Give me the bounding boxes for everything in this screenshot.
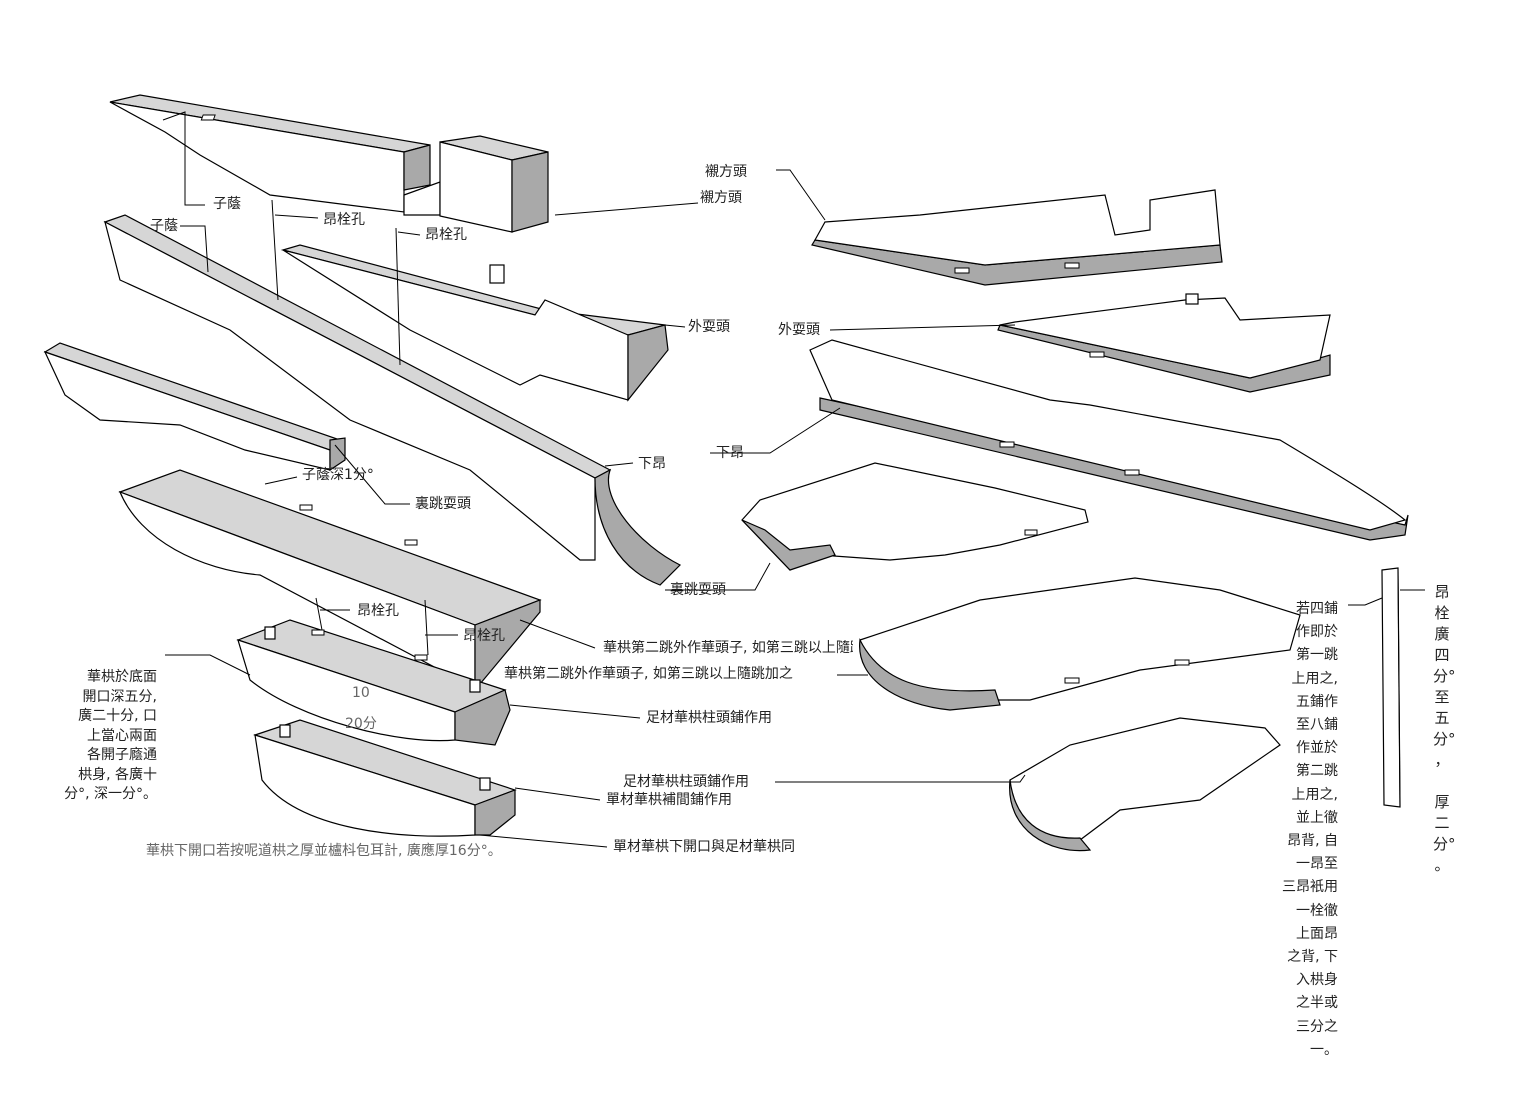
label-ang-shuan-kong: 昂栓孔 [357, 603, 399, 619]
label-zi-yin: 子蔭 [150, 218, 178, 234]
note-line: 開口深五分, [82, 688, 157, 705]
note-line: 上面昂 [1296, 925, 1338, 942]
left-note: 華栱於底面 開口深五分, 廣二十分, 口 上當心兩面 各開子廕通 栱身, 各廣十… [64, 668, 157, 805]
chen-fang-tou-right [811, 189, 1223, 286]
right-note: 若四鋪 作即於 第一跳 上用之, 五鋪作 至八鋪 作並於 第二跳 上用之, 並上… [1282, 598, 1338, 1062]
note-line: 並上徹 [1296, 809, 1338, 826]
label-wai-shua-tou: 外耍頭 [688, 319, 730, 335]
note-char: 五 [1434, 709, 1450, 727]
label-wai-shua-tou: 外耍頭 [778, 322, 820, 338]
note-line: 若四鋪 [1296, 601, 1338, 617]
note-line: 一。 [1310, 1041, 1338, 1058]
dimension-10: 10 [352, 685, 370, 701]
label-hua-tou-zi: 華栱第二跳外作華頭子, 如第三跳以上隨跳加之 [603, 640, 853, 656]
note-char: 分° [1433, 667, 1456, 685]
note-line: 第二跳 [1296, 763, 1338, 780]
zucai-hua-gong-left [236, 619, 511, 746]
label-xia-ang: 下昂 [716, 445, 744, 461]
label-zi-yin: 子蔭 [213, 196, 241, 212]
note-line: 上當心兩面 [87, 727, 157, 744]
note-line: 栱身, 各廣十 [78, 766, 157, 783]
note-line: 之半或 [1296, 995, 1338, 1012]
note-line: 華栱於底面 [87, 669, 157, 685]
label-ang-shuan-kong: 昂栓孔 [463, 628, 505, 644]
note-char: 。 [1434, 856, 1450, 874]
xia-ang-right [809, 339, 1409, 541]
note-line: 入栱身 [1296, 972, 1338, 989]
note-line: 至八鋪 [1296, 717, 1338, 734]
dancai-hua-gong-left [253, 719, 517, 837]
chen-fang-tou-left [109, 94, 549, 233]
label-chen-fang-tou: 襯方頭 [700, 190, 742, 206]
note-line: 昂背, 自 [1287, 833, 1338, 850]
note-char: 四 [1434, 646, 1450, 664]
note-line: 第一跳 [1296, 647, 1338, 664]
vertical-note: 昂 栓 廣 四 分° 至 五 分° ， 厚 二 分° 。 [1433, 582, 1456, 876]
wai-shua-tou-left [280, 244, 669, 402]
label-li-tiao-shua-tou: 裏跳耍頭 [670, 582, 726, 598]
note-line: 五鋪作 [1296, 693, 1338, 710]
note-char: 厚 [1434, 793, 1450, 811]
li-tiao-shua-tou-right [741, 462, 1089, 571]
note-line: 上用之, [1291, 670, 1338, 687]
label-li-tiao-shua-tou: 裏跳耍頭 [415, 496, 471, 512]
note-line: 各開子廕通 [87, 747, 157, 763]
label-dancai-opening: 單材華栱下開口與足材華栱同 [613, 839, 795, 855]
ang-shuan-bolt [1381, 567, 1401, 808]
note-char [1433, 771, 1451, 792]
note-line: 一昂至 [1296, 856, 1338, 873]
label-zucai-zhutou: 足材華栱柱頭鋪作用 [646, 710, 772, 726]
note-char: ， [1434, 751, 1450, 769]
note-line: 廣二十分, 口 [78, 708, 157, 724]
hua-gong-upper [118, 469, 542, 692]
note-line: 一栓徹 [1296, 902, 1338, 919]
note-char: 廣 [1434, 625, 1450, 643]
note-line: 上用之, [1291, 786, 1338, 803]
note-line: 作即於 [1296, 624, 1338, 641]
zucai-hua-gong-right [859, 577, 1301, 711]
label-dancai-bujian: 單材華栱補間鋪作用 [606, 792, 732, 808]
note-char: 昂 [1434, 583, 1450, 601]
label-zi-yin-depth: 子蔭深1分° [302, 467, 374, 483]
bottom-note: 華栱下開口若按呢道栱之厚並櫨枓包耳計, 廣應厚16分°。 [146, 843, 502, 859]
li-tiao-shua-tou-left [43, 342, 346, 472]
leader-lines [162, 111, 1425, 848]
label-hua-tou-zi: 華栱第二跳外作華頭子, 如第三跳以上隨跳加之 [504, 666, 793, 682]
note-line: 三昂衹用 [1282, 879, 1338, 896]
note-char: 栓 [1434, 604, 1450, 622]
note-line: 分°, 深一分°。 [64, 786, 157, 802]
note-char: 分° [1433, 730, 1456, 748]
label-ang-shuan-kong: 昂栓孔 [323, 212, 365, 228]
note-char: 分° [1433, 835, 1456, 853]
note-line: 作並於 [1296, 740, 1338, 757]
label-xia-ang: 下昂 [638, 456, 666, 472]
dimension-20: 20分 [345, 716, 377, 732]
label-zucai-zhutou: 足材華栱柱頭鋪作用 [623, 774, 749, 790]
label-ang-shuan-kong: 昂栓孔 [425, 227, 467, 243]
label-chen-fang-tou: 襯方頭 [705, 164, 747, 180]
xia-ang-left [103, 214, 682, 586]
note-char: 至 [1434, 688, 1450, 706]
wai-shua-tou-right [997, 293, 1331, 393]
dancai-hua-gong-right [1009, 717, 1281, 852]
note-line: 三分之 [1296, 1018, 1338, 1035]
note-line: 之背, 下 [1287, 949, 1338, 966]
note-char: 二 [1434, 814, 1450, 832]
